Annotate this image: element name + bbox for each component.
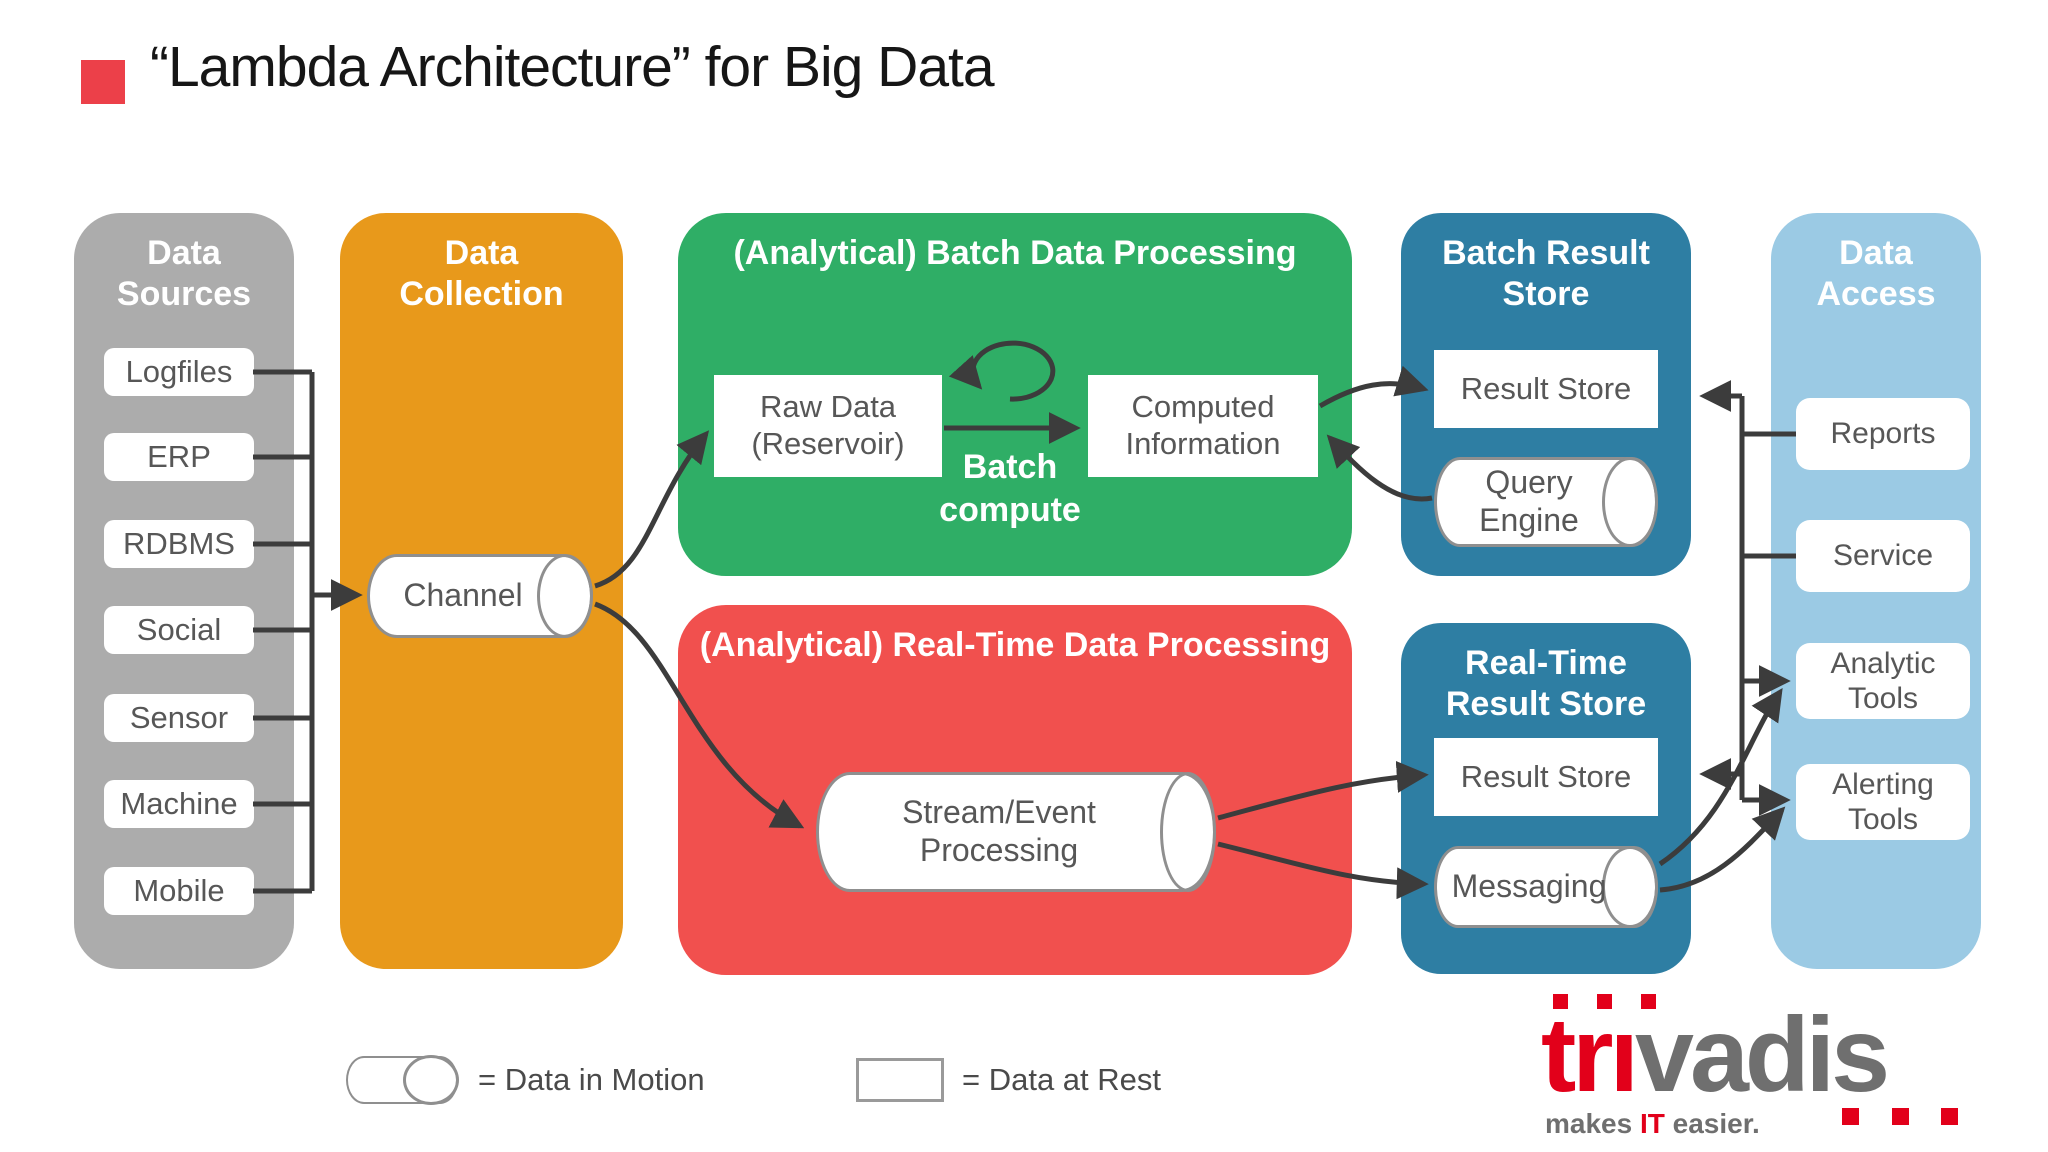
realtime-processing-title: (Analytical) Real-Time Data Processing (699, 626, 1331, 664)
bullet-square-icon (81, 60, 125, 104)
source-box-social: Social (104, 606, 254, 654)
source-box-mobile: Mobile (104, 867, 254, 915)
legend-motion-label: = Data in Motion (478, 1062, 705, 1097)
logo-dot-icon (1892, 1108, 1909, 1125)
messaging-cylinder: Messaging (1434, 846, 1658, 928)
logo-tagline-accent: IT (1639, 1108, 1665, 1139)
access-box-analytic-tools: Analytic Tools (1796, 643, 1970, 719)
realtime-result-store-box: Result Store (1434, 738, 1658, 816)
raw-data-box: Raw Data (Reservoir) (714, 375, 942, 477)
logo-dot-icon (1941, 1108, 1958, 1125)
query-engine-cylinder: Query Engine (1434, 457, 1658, 547)
access-box-reports: Reports (1796, 398, 1970, 470)
batch-result-store-title: Batch Result Store (1442, 234, 1650, 314)
logo-wordmark-gray: vadis (1635, 996, 1890, 1114)
source-box-logfiles: Logfiles (104, 348, 254, 396)
query-engine-label: Query Engine (1479, 464, 1579, 538)
legend-rest-label: = Data at Rest (962, 1062, 1162, 1097)
trivadis-logo: trıvadis makes IT easier. (1541, 986, 1981, 1146)
logo-wordmark-red: trı (1541, 996, 1639, 1114)
realtime-result-store-title: Real-Time Result Store (1445, 644, 1647, 724)
batch-processing-title: (Analytical) Batch Data Processing (733, 234, 1297, 272)
access-box-service: Service (1796, 520, 1970, 592)
logo-dot-icon (1842, 1108, 1859, 1125)
messaging-label: Messaging (1451, 868, 1607, 905)
legend-cylinder-icon (346, 1055, 459, 1105)
source-box-erp: ERP (104, 433, 254, 481)
access-box-alerting-tools: Alerting Tools (1796, 764, 1970, 840)
logo-dot-icon (1597, 994, 1612, 1009)
computed-information-box: Computed Information (1088, 375, 1318, 477)
stream-event-label: Stream/Event Processing (902, 794, 1096, 868)
data-collection-title: Data Collection (399, 234, 564, 314)
stream-event-cylinder: Stream/Event Processing (816, 772, 1216, 892)
logo-tagline-prefix: makes (1545, 1108, 1640, 1139)
logo-tagline-suffix: easier. (1664, 1108, 1760, 1139)
channel-cylinder: Channel (367, 554, 593, 638)
source-box-sensor: Sensor (104, 694, 254, 742)
data-sources-title: Data Sources (116, 234, 252, 314)
source-box-machine: Machine (104, 780, 254, 828)
channel-label: Channel (403, 577, 523, 614)
data-sources-panel: Data Sources (74, 213, 294, 969)
batch-compute-label: Batch compute (939, 448, 1081, 529)
logo-tagline: makes IT easier. (1545, 1108, 1760, 1140)
page-title: “Lambda Architecture” for Big Data (150, 35, 995, 99)
batch-result-store-box: Result Store (1434, 350, 1658, 428)
logo-dot-icon (1641, 994, 1656, 1009)
logo-wordmark: trıvadis (1541, 1002, 1890, 1108)
source-box-rdbms: RDBMS (104, 520, 254, 568)
legend-rect-icon (856, 1058, 944, 1102)
logo-dot-icon (1553, 994, 1568, 1009)
data-access-title: Data Access (1816, 234, 1936, 314)
